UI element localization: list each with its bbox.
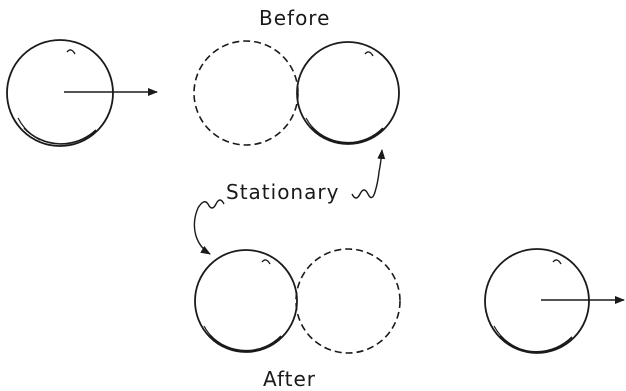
stationary-label: Stationary — [226, 180, 340, 204]
stationary-pointer-lower — [193, 199, 225, 255]
before-stationary-ball — [296, 41, 400, 145]
before-label: Before — [259, 6, 331, 30]
after-label: After — [263, 367, 317, 391]
after-stopped-ball — [194, 249, 298, 353]
before-dashed-ball — [193, 40, 299, 146]
after-dashed-ball — [295, 248, 401, 354]
stationary-pointer-upper — [351, 149, 386, 199]
incoming-ball — [6, 39, 158, 147]
outgoing-ball — [484, 248, 625, 354]
